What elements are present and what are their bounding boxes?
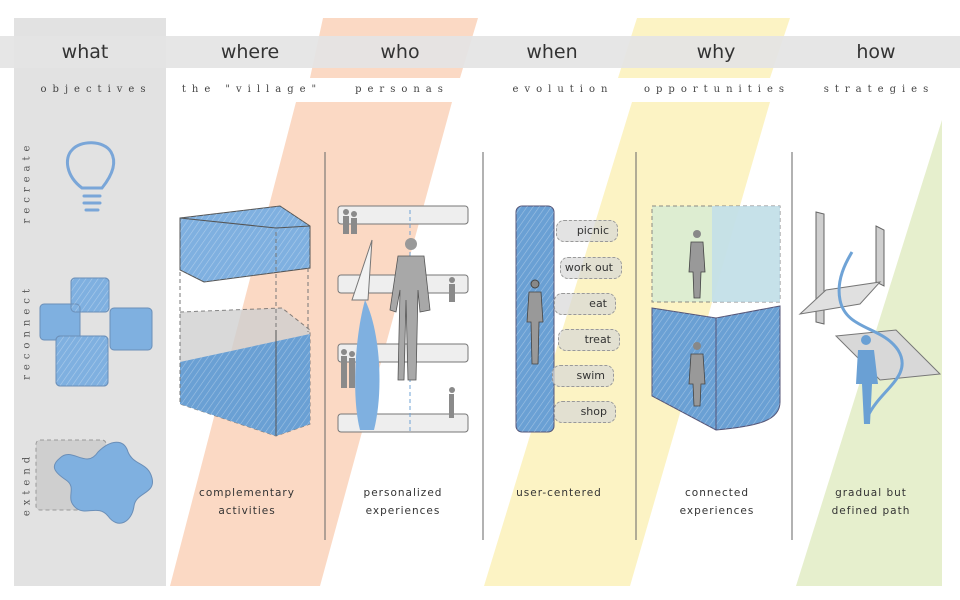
blob-icon xyxy=(35,439,153,524)
header-why: why xyxy=(696,41,736,63)
header-what: what xyxy=(61,41,109,63)
caption-line: defined path xyxy=(831,505,911,517)
evolution-sketch xyxy=(515,205,555,433)
caption-line: experiences xyxy=(679,505,755,517)
header-where: where xyxy=(220,41,280,63)
objective-recreate: recreate xyxy=(21,140,33,224)
village-box-sketch xyxy=(179,205,311,437)
cross-icon xyxy=(39,277,153,387)
caption-line: personalized xyxy=(363,487,443,499)
objective-reconnect: reconnect xyxy=(21,284,33,380)
caption-line: user-centered xyxy=(516,487,602,499)
activity-tag: eat xyxy=(554,293,616,315)
activity-tag: swim xyxy=(552,365,614,387)
strategies-sketch xyxy=(798,211,942,424)
caption-line: experiences xyxy=(365,505,441,517)
caption-how: gradual but defined path xyxy=(796,484,946,520)
caption-line: complementary xyxy=(199,487,295,499)
objective-extend: extend xyxy=(21,451,33,517)
header-who: who xyxy=(380,41,420,63)
subtitle-objectives: objectives xyxy=(40,84,152,95)
subtitle-strategies: strategies xyxy=(823,84,935,95)
caption-why: connected experiences xyxy=(642,484,792,520)
activity-tag: work out xyxy=(560,257,622,279)
caption-where: complementary activities xyxy=(172,484,322,520)
caption-line: gradual but xyxy=(835,487,907,499)
header-how: how xyxy=(856,41,896,63)
subtitle-evolution: evolution xyxy=(512,84,614,95)
caption-line: connected xyxy=(685,487,749,499)
caption-when: user-centered xyxy=(484,484,634,502)
caption-line: activities xyxy=(218,505,276,517)
subtitle-opportunities: opportunities xyxy=(644,84,790,95)
activity-tag: shop xyxy=(554,401,616,423)
header-bar xyxy=(0,36,960,68)
opportunities-sketch xyxy=(651,205,781,431)
caption-who: personalized experiences xyxy=(328,484,478,520)
subtitle-personas: personas xyxy=(355,84,449,95)
lightbulb-icon xyxy=(65,141,116,212)
subtitle-village: the "village" xyxy=(181,84,323,95)
activity-tag: picnic xyxy=(556,220,618,242)
header-when: when xyxy=(526,41,578,63)
activity-tag: treat xyxy=(558,329,620,351)
personas-sketch xyxy=(337,205,469,433)
